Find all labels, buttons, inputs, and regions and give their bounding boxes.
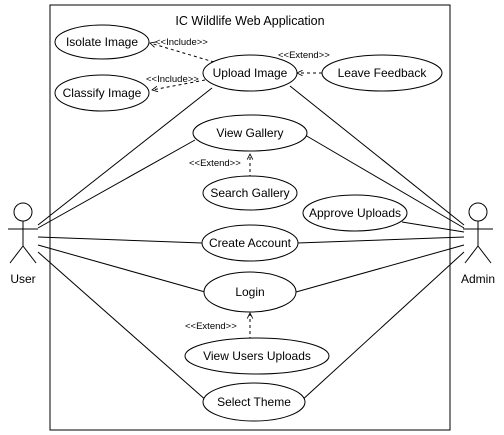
use-case-isolate-image[interactable]: Isolate Image <box>54 24 150 60</box>
assoc-user-view-gallery <box>37 139 196 229</box>
use-case-select-theme[interactable]: Select Theme <box>202 382 306 422</box>
assoc-admin-select-theme <box>299 251 465 403</box>
actor-admin[interactable]: Admin <box>461 202 495 286</box>
use-case-label: View Users Uploads <box>203 349 311 363</box>
use-case-approve-uploads[interactable]: Approve Uploads <box>302 194 408 232</box>
use-case-label: Search Gallery <box>210 186 289 200</box>
use-case-view-users-uploads[interactable]: View Users Uploads <box>184 337 330 375</box>
assoc-user-upload-image <box>37 87 213 226</box>
assoc-admin-upload-image <box>289 85 465 226</box>
stick-figure-icon <box>463 202 493 264</box>
use-case-label: Upload Image <box>213 66 288 80</box>
use-case-label: Classify Image <box>63 86 142 100</box>
stick-figure-icon <box>8 202 38 264</box>
assoc-user-login <box>37 244 206 293</box>
assoc-admin-view-gallery <box>304 134 465 229</box>
dependencies <box>150 43 322 340</box>
use-case-login[interactable]: Login <box>203 271 297 313</box>
include-label-isolate: <<Include>> <box>155 37 208 48</box>
use-case-search-gallery[interactable]: Search Gallery <box>202 175 298 211</box>
use-case-label: Select Theme <box>217 395 291 409</box>
use-case-label: Leave Feedback <box>338 66 428 80</box>
user-associations <box>37 87 213 403</box>
extend-label-search: <<Extend>> <box>189 158 241 169</box>
use-case-label: Approve Uploads <box>309 206 401 220</box>
use-case-view-gallery[interactable]: View Gallery <box>192 114 308 152</box>
actor-label: Admin <box>461 272 495 286</box>
use-case-label: Login <box>235 285 264 299</box>
system-title: IC Wildlife Web Application <box>175 14 324 28</box>
use-case-create-account[interactable]: Create Account <box>201 224 299 262</box>
admin-associations <box>289 85 465 403</box>
extend-label-feedback: <<Extend>> <box>278 50 330 61</box>
use-case-classify-image[interactable]: Classify Image <box>54 74 150 112</box>
assoc-user-select-theme <box>37 251 209 403</box>
assoc-admin-login <box>295 244 465 293</box>
assoc-admin-approve-uploads <box>401 221 465 233</box>
actor-user[interactable]: User <box>8 202 38 286</box>
include-classify-line <box>152 79 206 90</box>
actor-label: User <box>10 272 35 286</box>
include-label-classify: <<Include>> <box>146 74 199 85</box>
use-case-label: Create Account <box>209 236 292 250</box>
include-isolate-line <box>150 43 215 63</box>
assoc-admin-create-account <box>296 236 465 244</box>
assoc-user-create-account <box>37 236 203 244</box>
use-case-leave-feedback[interactable]: Leave Feedback <box>321 54 443 92</box>
use-case-upload-image[interactable]: Upload Image <box>202 54 298 92</box>
use-case-label: Isolate Image <box>66 35 138 49</box>
extend-label-view-uploads: <<Extend>> <box>185 321 237 332</box>
use-case-label: View Gallery <box>216 126 283 140</box>
